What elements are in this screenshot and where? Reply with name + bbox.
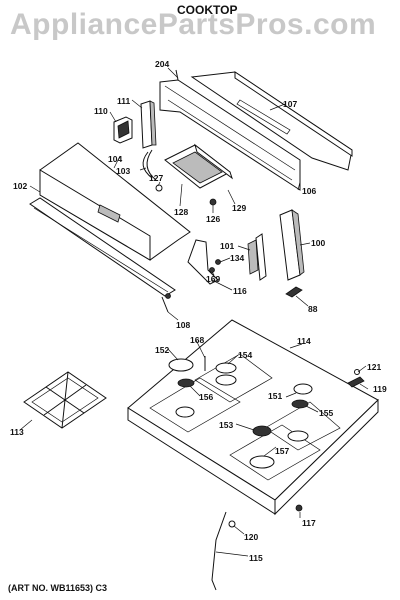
label-119: 119 [373, 384, 387, 394]
label-106: 106 [302, 186, 316, 196]
part-126-screw [209, 198, 217, 206]
label-168: 168 [190, 335, 204, 345]
label-128: 128 [174, 207, 188, 217]
label-103: 103 [116, 166, 130, 176]
part-101-bracket [247, 233, 267, 281]
label-102: 102 [13, 181, 27, 191]
part-104-control-panel [39, 142, 191, 261]
label-152: 152 [155, 345, 169, 355]
burner-components [168, 356, 313, 469]
label-113: 113 [10, 427, 24, 437]
label-127: 127 [149, 173, 163, 183]
part-111-bracket [140, 100, 157, 149]
label-108: 108 [176, 320, 190, 330]
label-156: 156 [199, 392, 213, 402]
part-127-knob [155, 184, 163, 192]
label-129: 129 [232, 203, 246, 213]
label-88: 88 [308, 304, 318, 314]
label-110: 110 [94, 106, 108, 116]
label-157: 157 [275, 446, 289, 456]
label-121: 121 [367, 362, 381, 372]
part-116-bracket [187, 239, 219, 285]
label-104: 104 [108, 154, 122, 164]
art-number: (ART NO. WB11653) C3 [8, 583, 108, 593]
label-115: 115 [249, 553, 263, 563]
label-100: 100 [311, 238, 325, 248]
part-107-rear-trim [190, 71, 353, 171]
label-134: 134 [230, 253, 244, 263]
part-106-backguard [159, 69, 301, 191]
label-111: 111 [117, 96, 131, 106]
part-169-screw [209, 267, 215, 273]
label-151: 151 [268, 391, 282, 401]
part-100-side-panel [279, 209, 305, 281]
part-110-module [113, 116, 133, 144]
leader-lines [19, 67, 369, 557]
diagram-title: COOKTOP [177, 3, 238, 17]
watermark: AppliancePartsPros.com [10, 8, 377, 41]
label-126: 126 [206, 214, 220, 224]
label-117: 117 [302, 518, 316, 528]
label-204: 204 [155, 59, 169, 69]
part-120-clip [228, 520, 236, 528]
part-119-clip [347, 376, 365, 388]
label-153: 153 [219, 420, 233, 430]
label-114: 114 [297, 336, 311, 346]
part-102-panel-trim [29, 197, 176, 297]
part-134-screw [215, 259, 221, 265]
part-103-bracket [142, 151, 153, 179]
label-154: 154 [238, 350, 252, 360]
part-labels: 204 107 111 110 104 103 102 127 128 126 … [10, 59, 387, 563]
label-155: 155 [319, 408, 333, 418]
part-113-grate [23, 371, 107, 429]
label-116: 116 [233, 286, 247, 296]
part-115-wire [211, 511, 227, 591]
label-120: 120 [244, 532, 258, 542]
part-88-clip [285, 286, 303, 298]
label-169: 169 [206, 274, 220, 284]
part-117-screw [295, 504, 303, 512]
part-128-timer [164, 143, 233, 189]
part-121-screw [354, 369, 360, 375]
label-107: 107 [283, 99, 297, 109]
label-101: 101 [220, 241, 234, 251]
